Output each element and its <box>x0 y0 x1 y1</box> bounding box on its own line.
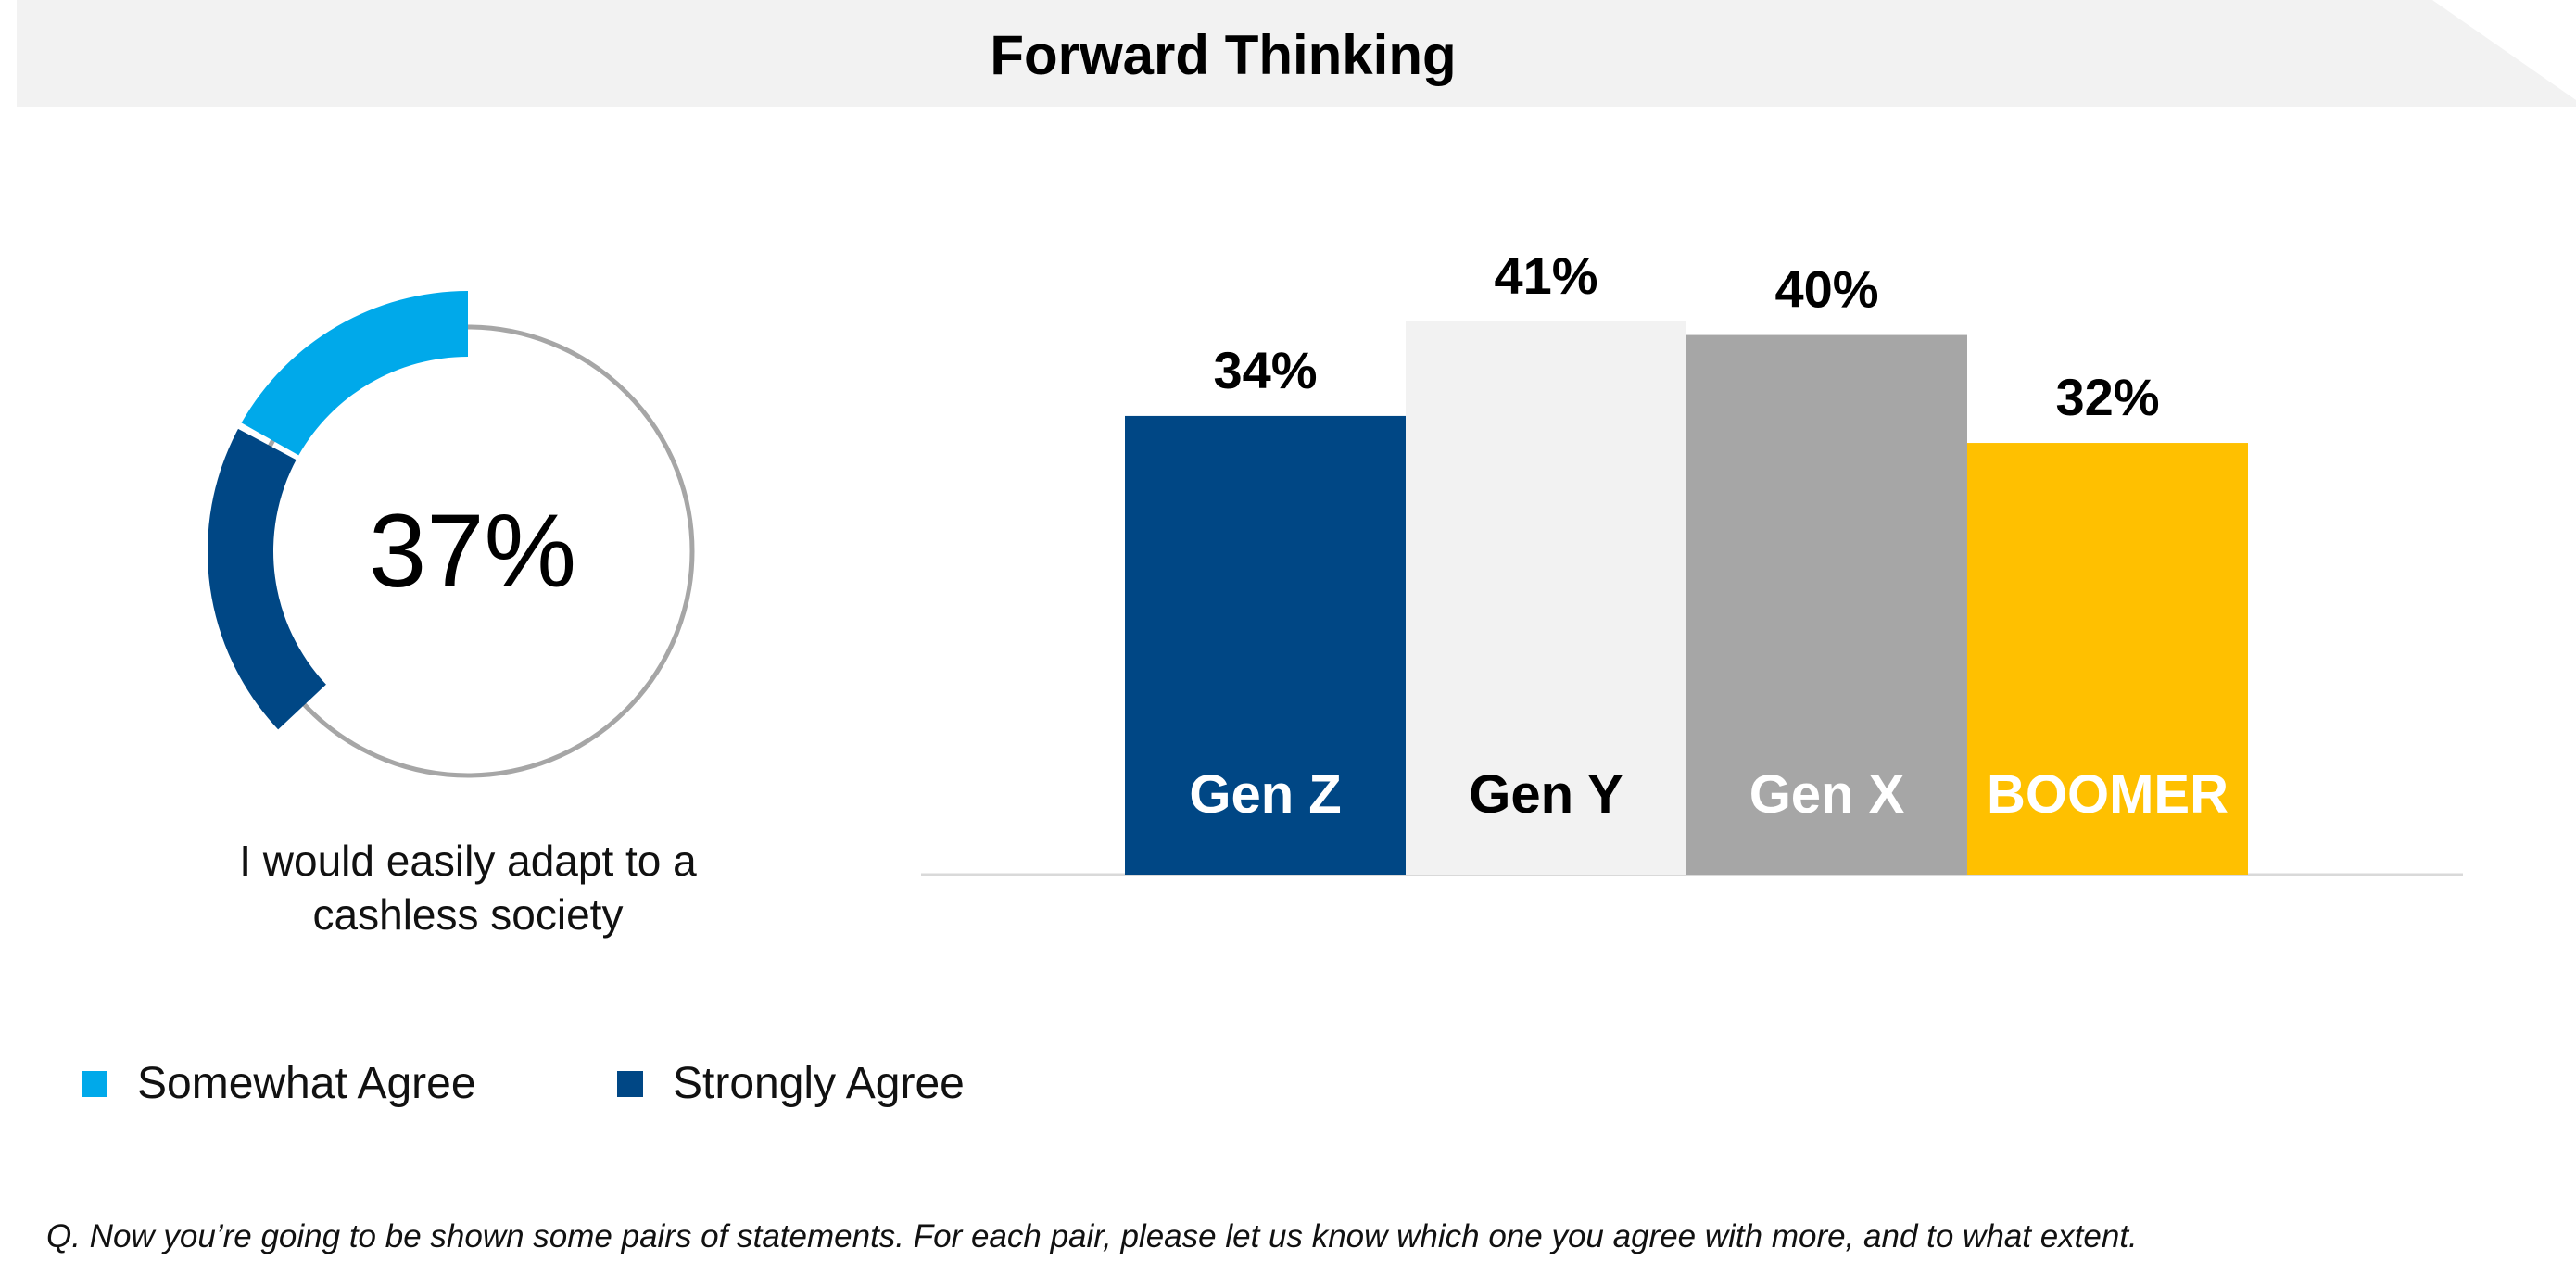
legend-label: Somewhat Agree <box>137 1059 476 1108</box>
donut-segment-strongly-agree <box>207 428 326 730</box>
donut-chart <box>207 291 695 778</box>
header-band <box>17 0 2576 107</box>
legend-swatch <box>617 1071 643 1097</box>
bar-value-label: 32% <box>2055 368 2159 426</box>
bar-category-label: Gen Y <box>1469 764 1623 825</box>
bar-gen-z <box>1125 415 1406 875</box>
donut-caption-line1: I would easily adapt to a <box>239 837 697 885</box>
bar-value-label: 41% <box>1494 246 1597 305</box>
donut-caption-line2: cashless society <box>312 890 624 939</box>
bar-category-label: BOOMER <box>1987 764 2229 825</box>
donut-value: 37% <box>368 493 577 609</box>
bar-value-label: 40% <box>1774 260 1878 319</box>
bar-chart: 34% Gen Z 41% Gen Y 40% Gen X 32% BOOMER <box>921 246 2463 876</box>
bars-group: 34% Gen Z 41% Gen Y 40% Gen X 32% BOOMER <box>1125 246 2248 875</box>
bar-category-label: Gen Z <box>1189 764 1341 825</box>
bar-category-label: Gen X <box>1749 764 1905 825</box>
bar-gen-x <box>1686 334 1967 875</box>
footnote: Q. Now you’re going to be shown some pai… <box>46 1218 2138 1254</box>
bar-gen-y <box>1406 322 1686 875</box>
donut-segment-somewhat-agree <box>241 291 468 456</box>
bar-value-label: 34% <box>1213 341 1317 399</box>
page-title: Forward Thinking <box>990 24 1457 86</box>
donut-caption: I would easily adapt to a cashless socie… <box>167 834 769 941</box>
bar-boomer <box>1967 443 2248 875</box>
legend-label: Strongly Agree <box>673 1059 965 1108</box>
legend-swatch <box>82 1071 107 1097</box>
